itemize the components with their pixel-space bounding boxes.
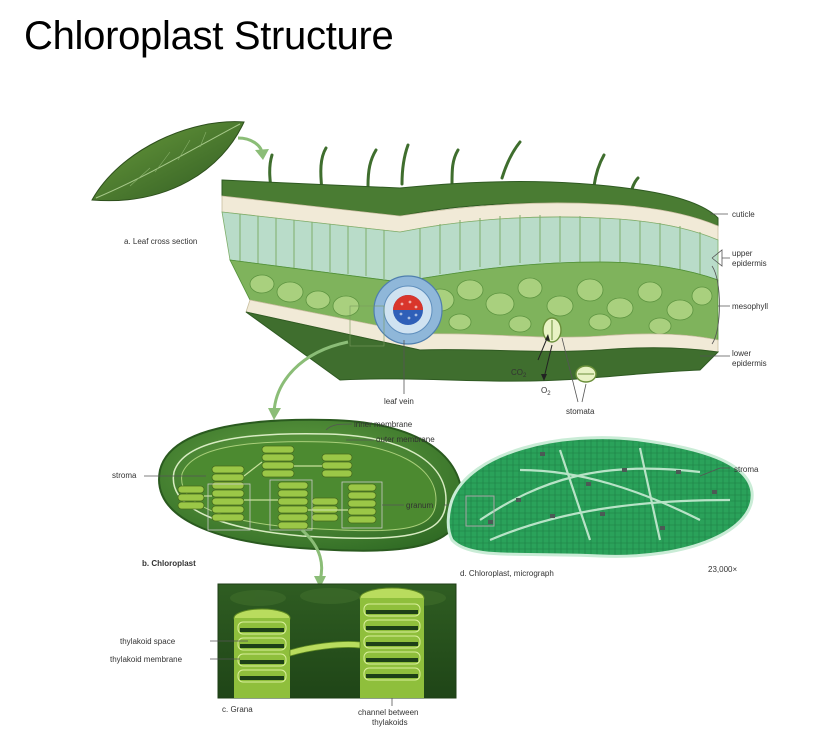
thylakoid-membrane-label: thylakoid membrane [110, 655, 183, 664]
page-title: Chloroplast Structure [24, 14, 394, 58]
lower-epidermis-label: lower [732, 349, 751, 358]
mesophyll-label: mesophyll [732, 302, 768, 311]
leaf-icon [91, 121, 245, 202]
upper-epidermis-label-line2: epidermis [732, 259, 767, 268]
grana-stacks [177, 445, 377, 530]
granum-label: granum [406, 501, 433, 510]
palisade-cells [239, 214, 701, 279]
grana-closeup: thylakoid space thylakoid membrane c. Gr… [110, 583, 457, 727]
chloroplast-diagram: inner membrane outer membrane stroma gra… [112, 418, 470, 588]
inner-membrane-label: inner membrane [354, 420, 413, 429]
granum-left [233, 608, 291, 698]
panel-a-label: a. Leaf cross section [124, 237, 197, 246]
panel-b-label: b. Chloroplast [142, 559, 196, 568]
panel-c-label: c. Grana [222, 705, 253, 714]
stomata [542, 317, 597, 383]
callout-box-a [349, 305, 385, 347]
stomata-label: stomata [566, 407, 595, 416]
leaf-vein-label: leaf vein [384, 397, 414, 406]
o2-arrow [543, 344, 553, 379]
outer-membrane-label: outer membrane [376, 435, 435, 444]
channel-label-line2: thylakoids [372, 718, 408, 727]
spongy-cells [249, 274, 713, 335]
magnification-label: 23,000× [708, 565, 737, 574]
upper-epidermis-label: upper [732, 249, 753, 258]
chloroplast-micrograph: stroma d. Chloroplast, micrograph 23,000… [446, 436, 759, 578]
channel-label: channel between [358, 708, 419, 717]
leaf-cross-section: a. Leaf cross section cuticle upper epid… [91, 121, 768, 420]
o2-label: O2 [541, 386, 551, 397]
stroma-label-b: stroma [112, 471, 137, 480]
granum-right [359, 587, 425, 698]
stroma-label-d: stroma [734, 465, 759, 474]
panel-d-label: d. Chloroplast, micrograph [460, 569, 554, 578]
lower-epidermis-label-line2: epidermis [732, 359, 767, 368]
cuticle-label: cuticle [732, 210, 755, 219]
thylakoid-space-label: thylakoid space [120, 637, 176, 646]
arrow-to-chloroplast [272, 340, 349, 413]
co2-label: CO2 [511, 368, 527, 379]
